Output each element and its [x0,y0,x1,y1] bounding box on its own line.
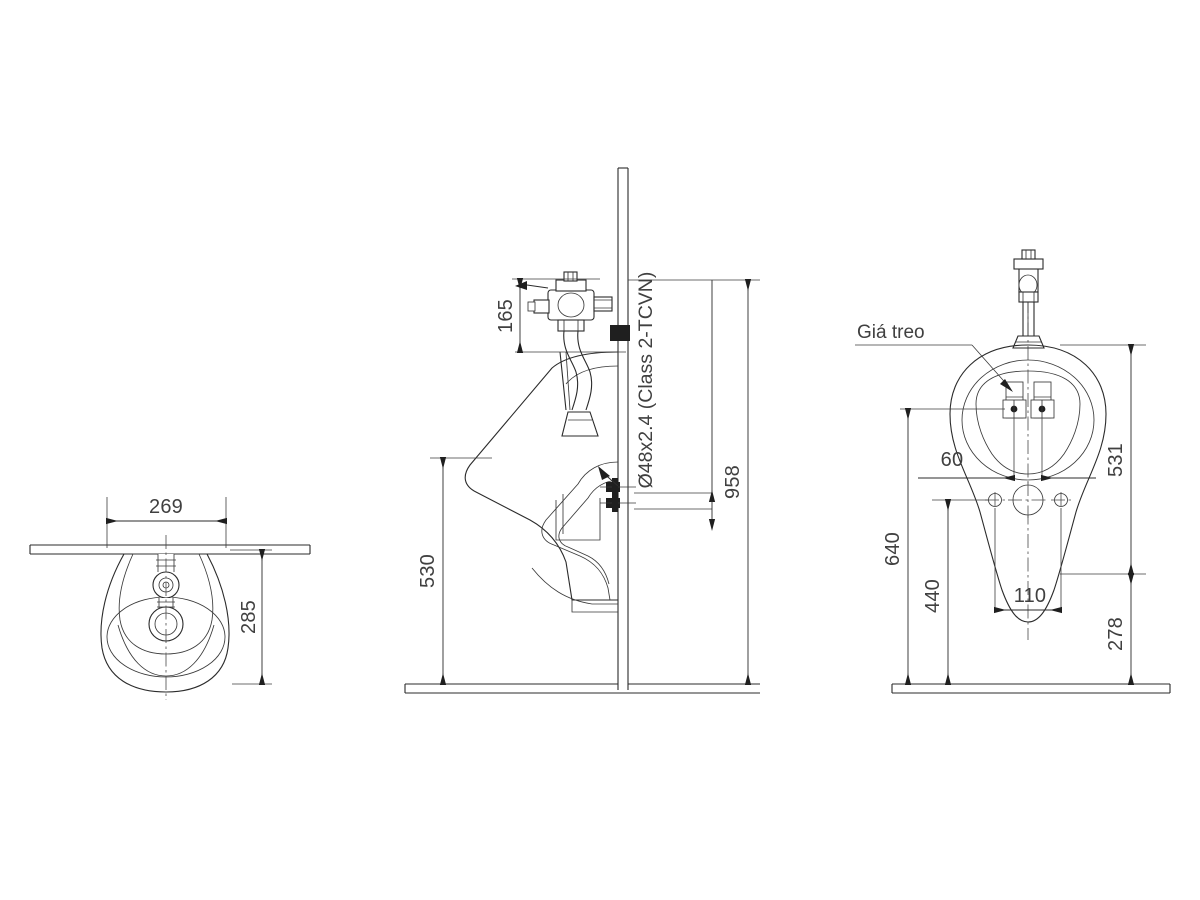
front-view-hanger-brackets [1002,381,1055,478]
dimension-value-165: 165 [495,299,517,333]
dimension-bowl-531: 531 [1060,344,1146,575]
dimension-supply-958: 958 [628,279,760,685]
dimension-valve-165: 165 [495,278,600,353]
side-view-wall-bracket [598,466,636,512]
dimension-value-530: 530 [417,554,439,588]
front-view-floor [891,683,1171,694]
dimension-value-60: 60 [941,449,964,471]
dimension-rim-530: 530 [417,457,492,685]
hanger-label-text: Giá treo [857,322,925,343]
dimension-value-958: 958 [722,465,744,499]
front-view-flush-valve [1012,249,1045,349]
dimension-bracket-height-640: 640 [882,408,1005,685]
dimension-value-440: 440 [922,579,944,613]
dimension-bracket-60: 60 [918,449,1096,482]
dimension-outlet-278: 278 [1105,573,1135,685]
top-view-wall [29,544,311,555]
front-view-bowl-outline [949,344,1107,623]
front-view: Giá treo 60 110 531 278 [855,249,1171,694]
side-view: 165 530 Ø48x2.4 (Class 2-TCVN) 958 [404,167,760,694]
hanger-bracket-left [1002,381,1027,419]
side-view-bowl [464,351,619,613]
dimension-value-269: 269 [149,496,183,518]
top-view: 269 285 [29,496,311,700]
side-view-flush-valve [515,271,630,437]
dimension-depth-285: 285 [230,549,272,685]
dimension-value-640: 640 [882,532,904,566]
note-pipe-spec: Ø48x2.4 (Class 2-TCVN) [635,272,657,489]
dimension-value-110: 110 [1014,585,1047,607]
dimension-outlet-center-440: 440 [922,499,989,685]
dimension-value-278: 278 [1105,617,1127,651]
hanger-label-group: Giá treo [855,322,1013,392]
dimension-width-269: 269 [106,496,227,548]
side-view-wall [617,167,629,690]
side-view-floor [404,683,760,694]
dimension-value-531: 531 [1105,443,1127,477]
hanger-bracket-right [1030,381,1055,419]
dimension-drain-110: 110 [994,585,1062,614]
front-view-outlet [985,482,1071,610]
dimension-value-285: 285 [238,600,260,634]
